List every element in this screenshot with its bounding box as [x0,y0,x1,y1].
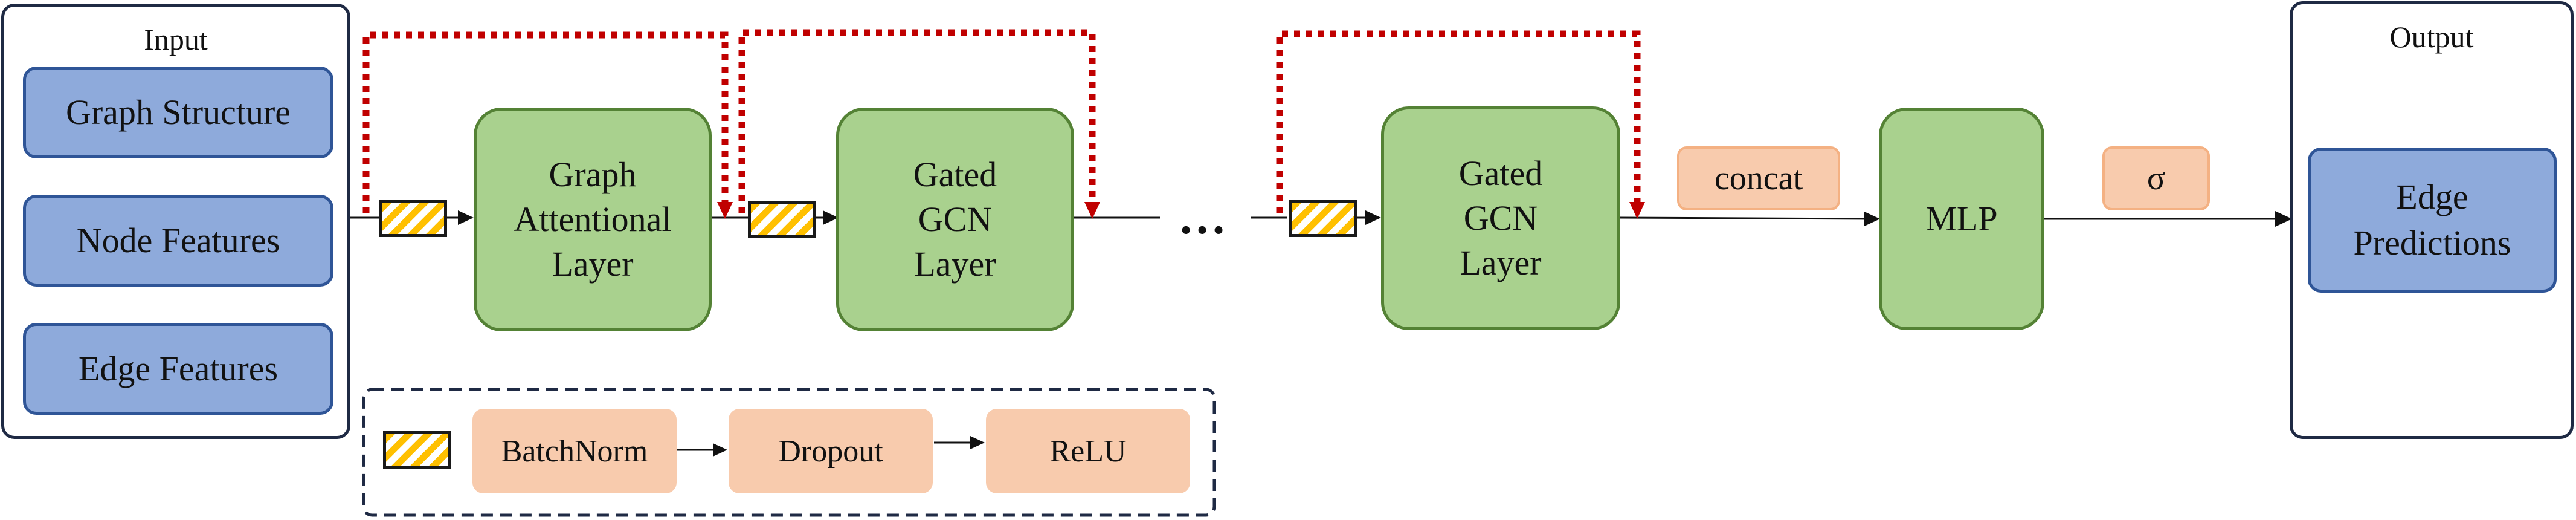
skip-arrowhead-1 [717,202,733,219]
arrowhead-gated1 [823,210,839,225]
norm-block-3 [1289,200,1357,237]
mlp-layer: MLP [1879,108,2044,330]
legend-norm-block-icon [383,431,451,469]
legend-arrowhead-1 [713,443,727,457]
legend-dropout: Dropout [729,409,933,493]
legend-arrowhead-2 [970,436,985,449]
skip-connection-1 [362,31,729,213]
input-graph-structure: Graph Structure [23,67,333,158]
arrowhead-gat [458,210,474,225]
skip-arrowhead-3 [1629,202,1645,219]
arrowhead-mlp [1864,212,1880,226]
input-panel-title: Input [144,22,208,56]
skip-connection-3 [1276,30,1641,213]
input-edge-features: Edge Features [23,323,333,415]
arrowhead-gated2 [1365,210,1381,225]
concat-op: concat [1677,146,1840,210]
output-panel-title: Output [2389,20,2474,54]
graph-attentional-layer: Graph Attentional Layer [474,108,712,331]
gated-gcn-layer-1: Gated GCN Layer [836,108,1074,331]
legend-relu: ReLU [986,409,1190,493]
legend-batchnorm: BatchNorm [472,409,677,493]
edge-predictions: Edge Predictions [2308,148,2557,293]
arrowhead-output [2275,211,2292,227]
sigmoid-op: σ [2102,146,2210,210]
skip-arrowhead-2 [1084,202,1100,219]
legend-frame [362,388,1216,517]
skip-connection-2 [738,29,1096,213]
input-node-features: Node Features [23,195,333,287]
ellipsis-more-layers: … [1178,191,1230,244]
flow-gated2-to-mlp [1620,216,1878,220]
gated-gcn-layer-2: Gated GCN Layer [1381,106,1620,330]
norm-block-2 [748,201,816,238]
norm-block-1 [379,200,447,237]
